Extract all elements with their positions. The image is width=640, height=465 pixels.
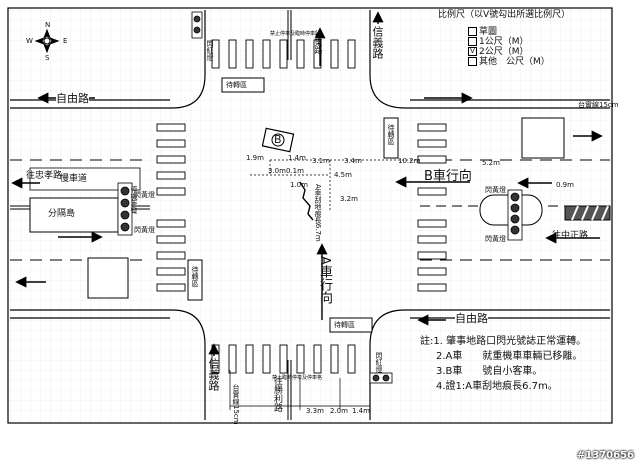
crosswalk-bottom [211, 344, 356, 374]
b-direction-label: B車行向 [424, 169, 472, 184]
scale-option-sketch: 草圖 [468, 24, 497, 37]
corner-top-right [369, 10, 610, 109]
flash-yellow-label-4: 閃黃燈 [485, 235, 506, 243]
sidewalk-line-tr-label: 台實線15cm [578, 101, 619, 109]
measure-10: 1.0m [290, 181, 308, 189]
measure-11: 3.2m [340, 195, 358, 203]
notes-block: 註:1. 肇事地路口閃光號誌正常運轉。 2.A車 就重機車車輛已移離。 3.B車… [420, 334, 586, 394]
watermark: #1370656 [576, 450, 634, 461]
traffic-light-left [117, 182, 133, 236]
flash-yellow-label-3: 閃黃燈 [485, 186, 506, 194]
flash-yellow-label-2: 閃黃燈 [134, 226, 155, 234]
note-4: 4.證1:A車刮地痕長6.7m。 [436, 381, 558, 392]
road-ziyou-right: 自由路 [455, 312, 488, 325]
measure-9: 4.5m [334, 171, 352, 179]
waiting-box-bottom [329, 317, 373, 333]
measure-6: 5.2m [482, 159, 500, 167]
measure-14: 2.0m [330, 407, 348, 415]
a-direction-label: A車行向 [317, 256, 332, 304]
measure-lines [229, 159, 420, 410]
slow-lane-left-label: 停機車彎 [130, 186, 138, 214]
measure-1: 1.9m [246, 154, 264, 162]
flash-yellow-label-1: 閃黃燈 [134, 191, 155, 199]
notice-top: 禁止停車及臨時停車 [270, 31, 316, 37]
road-wang-zhongxiao: 往忠孝路 [26, 171, 63, 181]
slow-lane-label: 慢車道 [60, 174, 88, 184]
flash-light-top-shape [191, 11, 203, 39]
compass-n: N [45, 21, 51, 29]
road-wang-li: 往勝利路 [272, 376, 282, 412]
compass-w: W [26, 37, 33, 45]
right-hatch-stripes [571, 205, 609, 221]
corner-bottom-left [10, 309, 206, 420]
scale-option-other: 其他 公尺（M） [468, 54, 550, 67]
compass-e: E [63, 37, 68, 45]
compass-s: S [45, 54, 50, 62]
note-1: 註:1. 肇事地路口閃光號誌正常運轉。 [420, 336, 587, 347]
scrape-mark [299, 181, 314, 221]
measure-15: 1.4m [352, 407, 370, 415]
traffic-light-right [507, 189, 523, 241]
note-2: 2.A車 就重機車車輛已移離。 [436, 351, 583, 362]
measure-2: 1.4m [288, 154, 306, 162]
vehicle-b-label: B [274, 133, 282, 146]
compass-shape [34, 28, 60, 54]
sidewalk-line-bl-label: 台實線15cm [232, 384, 240, 425]
measure-12: 0.9m [556, 181, 574, 189]
flash-light-top-label: 閃紅燈 [206, 40, 214, 61]
measure-5: 10.2m [398, 157, 421, 165]
notice-bottom: 禁止臨時停車及停車格 [272, 375, 323, 381]
corner-bottom-right [369, 309, 610, 420]
flash-light-bottom-shape [369, 372, 393, 384]
scale-title: 比例尺（以V號勾出所選比例尺） [438, 10, 571, 20]
waiting-zone-bottom: 待轉區 [334, 321, 355, 329]
measure-4: 3.4m [344, 157, 362, 165]
crosswalk-right [417, 123, 447, 292]
road-ziyou-left: 自由路 [56, 92, 89, 105]
waiting-box-top [221, 77, 265, 93]
measure-3: 3.1m [312, 157, 330, 165]
motorcycle-box-right [521, 117, 565, 159]
road-edges [10, 10, 610, 420]
scale-option-1m: 1公尺（M） [468, 34, 529, 47]
direction-arrows [11, 11, 603, 356]
note-3: 3.B車 號自小客車。 [436, 366, 543, 377]
waiting-zone-top: 待轉區 [226, 81, 247, 89]
vehicle-a-scrape-label: A車刮地痕長6.7m [314, 184, 322, 242]
measure-7: 3.0m [268, 167, 286, 175]
road-xinyi-top: 信義路 [371, 26, 384, 59]
separator-island-label: 分隔島 [48, 209, 76, 219]
motorcycle-box-left [87, 257, 129, 299]
measure-13: 3.3m [306, 407, 324, 415]
road-xinyi-bottom: 信義路 [207, 358, 220, 391]
waiting-box-left [187, 259, 203, 301]
vehicle-b-shape [261, 127, 295, 153]
road-wang-dong: 往東路 [314, 30, 323, 54]
measure-8: 0.1m [286, 167, 304, 175]
separator-island-shape [29, 197, 119, 233]
crosswalk-top [211, 39, 356, 69]
waiting-zone-right: 待轉區 [387, 124, 395, 145]
road-wang-zhongzheng: 往中正路 [552, 231, 589, 241]
slow-lane-left-box [29, 167, 141, 191]
flash-light-bottom-label: 閃紅燈 [375, 352, 383, 373]
waiting-box-right [383, 117, 399, 159]
waiting-zone-left: 待轉區 [191, 266, 199, 287]
corner-top-left [10, 10, 206, 109]
crosswalk-left [156, 123, 186, 292]
